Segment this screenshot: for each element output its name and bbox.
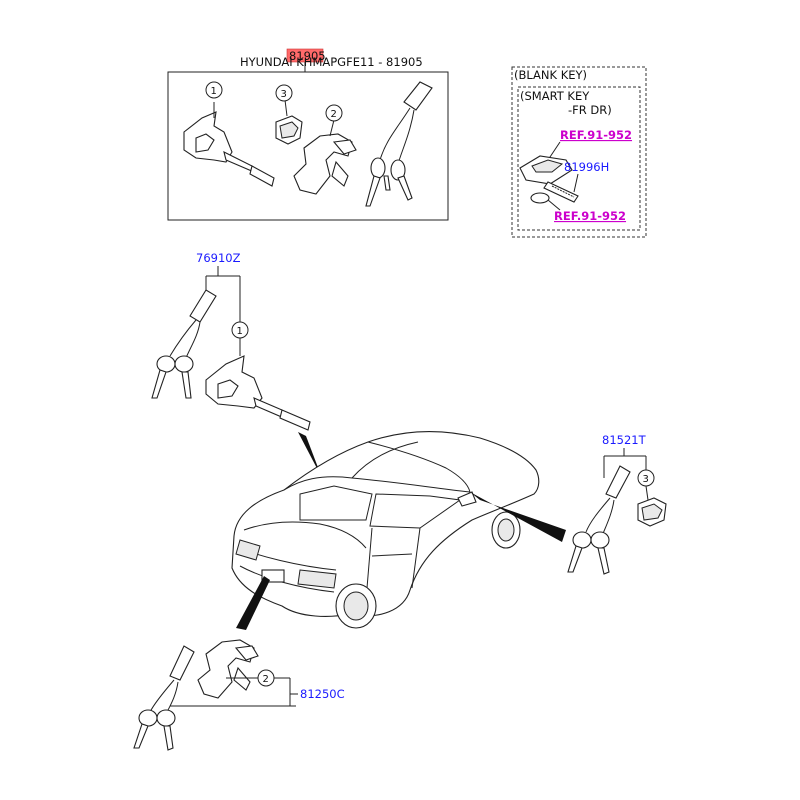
ignition-cylinder-set[interactable] xyxy=(205,355,311,431)
ignition-set-group: 76910Z 1 xyxy=(151,251,322,478)
trunk-lock-assembly[interactable] xyxy=(293,119,357,195)
door-set-keys[interactable] xyxy=(567,465,631,575)
header: 81905 HYUNDAI KHMAPGFE11 - 81905 xyxy=(240,48,423,72)
callout-1-kit: 1 xyxy=(205,81,223,99)
smart-key-box: (BLANK KEY) (SMART KEY -FR DR) REF.91-95… xyxy=(511,66,647,238)
trunk-set-code[interactable]: 81250C xyxy=(300,687,345,701)
door-set-group: 81521T 3 xyxy=(567,433,667,575)
lock-kit-box: 1 3 2 xyxy=(167,71,449,221)
smart-key-inner-frame xyxy=(517,86,641,231)
smart-key-outer-frame xyxy=(511,66,647,238)
trunk-pointer xyxy=(236,576,270,630)
trunk-set-keys[interactable] xyxy=(133,645,195,751)
header-highlight-code[interactable]: 81905 xyxy=(289,49,326,63)
kit-key-set[interactable] xyxy=(365,81,433,207)
svg-text:3: 3 xyxy=(643,474,649,485)
smart-key-part-code[interactable]: 81996H xyxy=(564,160,609,174)
vehicle-illustration xyxy=(231,431,540,629)
lock-kit-frame xyxy=(167,71,449,221)
blank-key-label: (BLANK KEY) xyxy=(514,68,587,82)
ignition-pointer xyxy=(298,432,322,478)
key-battery[interactable] xyxy=(530,192,561,211)
svg-text:2: 2 xyxy=(331,109,337,120)
smart-key-fob[interactable] xyxy=(519,155,579,203)
ignition-set-code[interactable]: 76910Z xyxy=(196,251,241,265)
header-title: HYUNDAI KHMAPGFE11 - 81905 xyxy=(240,55,423,69)
callout-2-kit: 2 xyxy=(325,104,343,122)
svg-text:3: 3 xyxy=(281,89,287,100)
ref-top-link[interactable]: REF.91-952 xyxy=(560,128,632,142)
svg-text:1: 1 xyxy=(211,86,217,97)
front-door-label: -FR DR) xyxy=(568,103,612,117)
callout-3-door: 3 xyxy=(637,469,655,487)
door-set-code[interactable]: 81521T xyxy=(602,433,647,447)
smart-key-label: (SMART KEY xyxy=(520,89,590,103)
door-set-cylinder[interactable] xyxy=(637,497,667,527)
callout-3-kit: 3 xyxy=(275,84,293,102)
callout-2-trunk: 2 xyxy=(257,669,275,687)
callout-1-ignition: 1 xyxy=(231,321,249,339)
ref-bottom-link[interactable]: REF.91-952 xyxy=(554,209,626,223)
trunk-set-lock[interactable] xyxy=(197,639,259,699)
door-lock-cylinder[interactable] xyxy=(275,99,303,145)
door-pointer xyxy=(470,492,566,542)
svg-text:2: 2 xyxy=(263,674,269,685)
ignition-lock-cylinder[interactable] xyxy=(183,102,275,187)
svg-text:1: 1 xyxy=(237,326,243,337)
ignition-set-keys[interactable] xyxy=(151,289,217,399)
trunk-set-group: 2 81250C xyxy=(133,639,345,751)
